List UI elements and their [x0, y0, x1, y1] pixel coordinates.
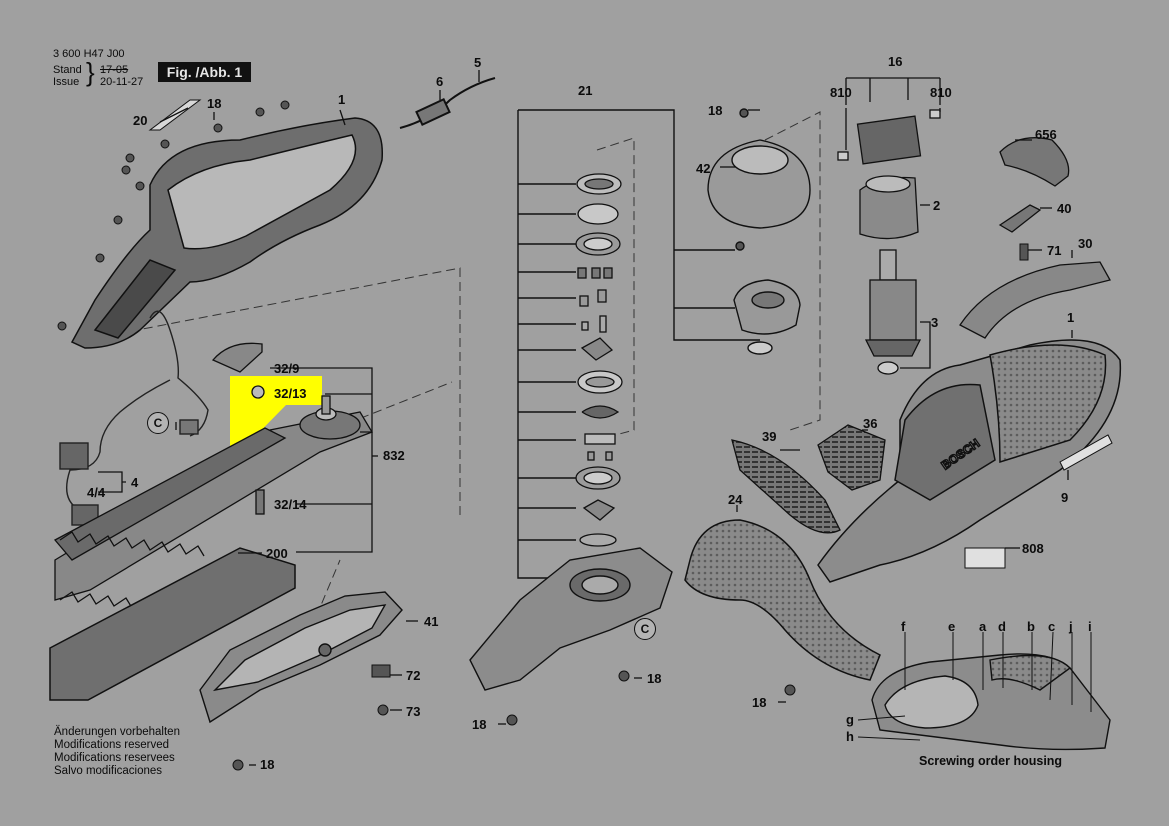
screw-18-gearbox	[618, 670, 630, 682]
part-label-18: 18	[708, 103, 723, 118]
part-label-21: 21	[578, 83, 593, 98]
part-label-2: 2	[933, 198, 941, 213]
part-label-1: 1	[1067, 310, 1075, 325]
switch-cable	[399, 77, 496, 129]
label-plate-9	[1059, 434, 1113, 471]
part-label-20: 20	[133, 113, 148, 128]
screw-order-letter-j: j	[1069, 619, 1073, 634]
blade-assembly	[53, 385, 373, 617]
part-label-72: 72	[406, 668, 421, 683]
part-label-1: 1	[338, 92, 346, 107]
footer-note-de: Änderungen vorbehalten	[54, 726, 180, 738]
part-30	[959, 261, 1111, 339]
screw-18-lower	[506, 714, 518, 726]
part-label-5: 5	[474, 55, 482, 70]
bearing-holder	[733, 279, 801, 355]
main-housing: BOSCH	[817, 339, 1122, 583]
handle-bow-24	[684, 519, 881, 681]
gear-cover-41	[199, 591, 403, 724]
screw-order-letter-d: d	[998, 619, 1006, 634]
gearbox-base	[469, 547, 673, 691]
part-label-16: 16	[888, 54, 903, 69]
old-date: 17-05	[100, 64, 129, 76]
part-label-36: 36	[863, 416, 878, 431]
part-label-39: 39	[762, 429, 777, 444]
screw-order-letter-a: a	[979, 619, 987, 634]
connector-mark-c: C	[147, 412, 169, 434]
screw-18-bow	[784, 684, 796, 696]
part-label-18: 18	[472, 717, 487, 732]
part-label-200: 200	[266, 546, 288, 561]
part-label-810: 810	[930, 85, 952, 100]
part-label-24: 24	[728, 492, 743, 507]
stand-label: Stand	[53, 64, 82, 76]
issue-label: Issue	[53, 76, 80, 88]
gear-stack	[575, 173, 623, 547]
screw-18-bottom-left	[232, 759, 244, 771]
part-label-4-4: 4/4	[87, 485, 106, 500]
part-label-6: 6	[436, 74, 444, 89]
vent-cover-36	[817, 424, 886, 491]
screw-order-letter-b: b	[1027, 619, 1035, 634]
blade-guard	[49, 547, 296, 701]
part-label-32-9: 32/9	[274, 361, 300, 376]
screwing-order-leaders	[857, 631, 1092, 741]
new-date: 20-11-27	[100, 76, 144, 88]
part-label-18: 18	[647, 671, 662, 686]
part-label-3: 3	[931, 315, 939, 330]
armature	[864, 249, 922, 375]
part-label-4: 4	[131, 475, 139, 490]
part-label-42: 42	[696, 161, 711, 176]
part-label-18: 18	[752, 695, 767, 710]
part-label-18: 18	[260, 757, 275, 772]
part-label-656: 656	[1035, 127, 1057, 142]
part-label-41: 41	[424, 614, 439, 629]
leader-lines	[98, 70, 1073, 766]
trigger-part	[211, 342, 263, 373]
motor-stator	[859, 175, 919, 240]
bracket-21	[517, 109, 760, 579]
doc-number: 3 600 H47 J00	[53, 48, 125, 60]
part-40	[998, 204, 1042, 233]
screws-left	[57, 100, 290, 331]
label-plate-808	[964, 547, 1006, 569]
screw-order-letter-g: g	[846, 712, 854, 727]
screw-order-letter-h: h	[846, 729, 854, 744]
part-label-71: 71	[1047, 243, 1062, 258]
figure-label: Fig. /Abb. 1	[158, 62, 251, 82]
part-label-73: 73	[406, 704, 421, 719]
connector-mark-c: C	[634, 618, 656, 640]
part-label-832: 832	[383, 448, 405, 463]
footer-note-fr: Modifications reservees	[54, 752, 175, 764]
screw-order-letter-i: i	[1088, 619, 1092, 634]
screwing-order-title: Screwing order housing	[919, 754, 1063, 768]
housing-left-half	[70, 117, 383, 349]
part-label-40: 40	[1057, 201, 1072, 216]
footer-note-en: Modifications reserved	[54, 739, 170, 751]
part-label-18: 18	[207, 96, 222, 111]
spring-71	[1019, 243, 1029, 261]
screw-73	[377, 704, 389, 716]
screw-order-letter-e: e	[948, 619, 956, 634]
highlight-area	[230, 376, 322, 462]
part-label-9: 9	[1061, 490, 1069, 505]
footer-note-es: Salvo modificaciones	[54, 765, 163, 777]
screw-order-letter-f: f	[901, 619, 906, 634]
part-656	[999, 137, 1070, 187]
part-label-32-14: 32/14	[274, 497, 307, 512]
part-label-810: 810	[830, 85, 852, 100]
part-label-32-13: 32/13	[274, 386, 307, 401]
brace-glyph: }	[86, 57, 95, 87]
part-72-block	[371, 664, 391, 678]
screwing-order-housing	[871, 653, 1111, 751]
part-label-30: 30	[1078, 236, 1093, 251]
motor-flange-42	[707, 108, 811, 251]
brush-assembly	[837, 109, 941, 165]
vent-cover-39	[731, 439, 841, 534]
screw-order-letter-c: c	[1048, 619, 1056, 634]
part-label-808: 808	[1022, 541, 1044, 556]
